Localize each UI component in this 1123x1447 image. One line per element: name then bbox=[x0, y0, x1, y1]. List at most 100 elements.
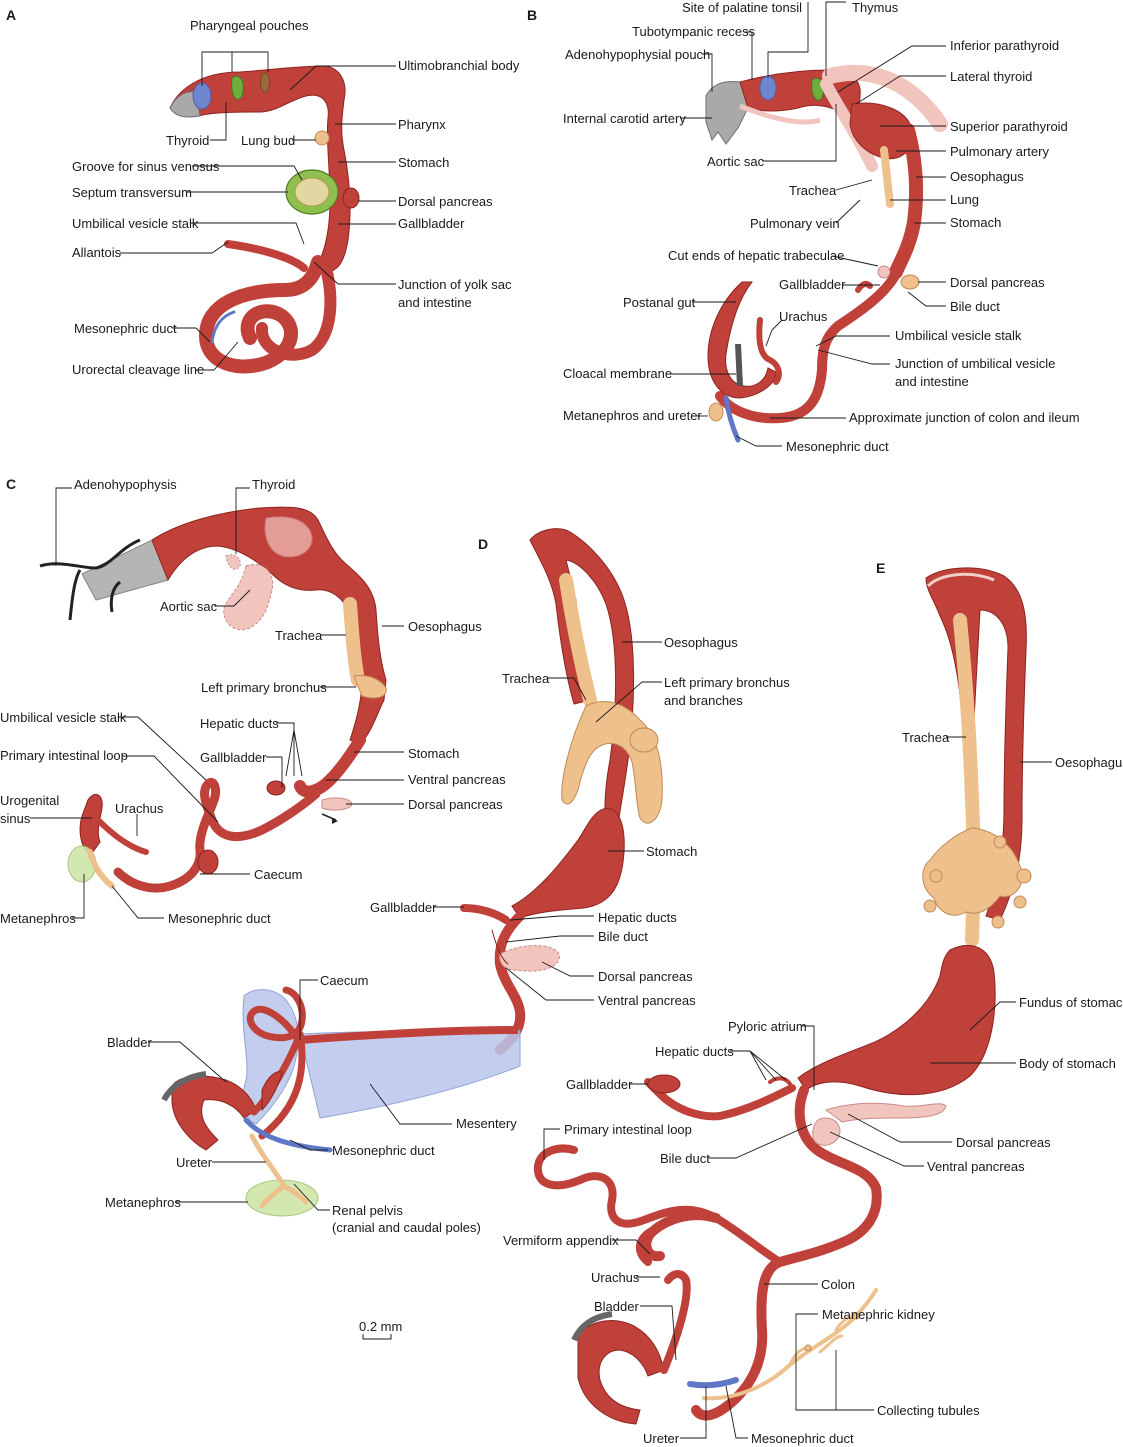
label-adenohypophysis: Adenohypophysis bbox=[74, 477, 177, 492]
label-renal-pelvis-1: Renal pelvis bbox=[332, 1203, 403, 1218]
label-gallbladder: Gallbladder bbox=[566, 1077, 633, 1092]
label-ventral-pancreas: Ventral pancreas bbox=[598, 993, 696, 1008]
label-caecum: Caecum bbox=[254, 867, 302, 882]
panel-b-drawing bbox=[705, 65, 948, 443]
scale-bar: 0.2 mm bbox=[359, 1319, 402, 1340]
label-junction-umbilical-1: Junction of umbilical vesicle bbox=[895, 356, 1055, 371]
label-internal-carotid-artery: Internal carotid artery bbox=[563, 111, 686, 126]
label-mesonephric-duct: Mesonephric duct bbox=[332, 1143, 435, 1158]
label-left-primary-bronchus-2: and branches bbox=[664, 693, 743, 708]
panel-d-letter: D bbox=[478, 536, 488, 552]
label-mesonephric-duct: Mesonephric duct bbox=[786, 439, 889, 454]
label-ventral-pancreas: Ventral pancreas bbox=[408, 772, 506, 787]
label-cut-hepatic-trabeculae: Cut ends of hepatic trabeculae bbox=[668, 248, 844, 263]
label-collecting-tubules: Collecting tubules bbox=[877, 1403, 980, 1418]
label-dorsal-pancreas: Dorsal pancreas bbox=[398, 194, 493, 209]
panel-c-letter: C bbox=[6, 476, 16, 492]
panel-b: B bbox=[527, 0, 1080, 454]
label-caecum: Caecum bbox=[320, 973, 368, 988]
label-pulmonary-artery: Pulmonary artery bbox=[950, 144, 1049, 159]
label-mesonephric-duct: Mesonephric duct bbox=[168, 911, 271, 926]
label-umbilical-vesicle-stalk: Umbilical vesicle stalk bbox=[0, 710, 127, 725]
label-ureter: Ureter bbox=[643, 1431, 680, 1446]
label-hepatic-ducts: Hepatic ducts bbox=[655, 1044, 734, 1059]
label-bile-duct: Bile duct bbox=[598, 929, 648, 944]
label-gallbladder: Gallbladder bbox=[398, 216, 465, 231]
label-oesophagus: Oesophagus bbox=[664, 635, 738, 650]
label-mesonephric-duct: Mesonephric duct bbox=[74, 321, 177, 336]
label-metanephros: Metanephros bbox=[0, 911, 76, 926]
panel-c-drawing bbox=[39, 506, 387, 893]
label-metanephric-kidney: Metanephric kidney bbox=[822, 1307, 935, 1322]
panel-a-drawing bbox=[169, 65, 360, 374]
label-thyroid: Thyroid bbox=[166, 133, 209, 148]
label-pyloric-atrium: Pyloric atrium bbox=[728, 1019, 807, 1034]
label-inferior-parathyroid: Inferior parathyroid bbox=[950, 38, 1059, 53]
label-pulmonary-vein: Pulmonary vein bbox=[750, 216, 840, 231]
label-gallbladder: Gallbladder bbox=[370, 900, 437, 915]
label-urogenital-sinus-2: sinus bbox=[0, 811, 31, 826]
label-adenohypophysial-pouch: Adenohypophysial pouch bbox=[565, 47, 710, 62]
label-cloacal-membrane: Cloacal membrane bbox=[563, 366, 672, 381]
label-umbilical-vesicle-stalk: Umbilical vesicle stalk bbox=[895, 328, 1022, 343]
label-gallbladder: Gallbladder bbox=[200, 750, 267, 765]
label-body-of-stomach: Body of stomach bbox=[1019, 1056, 1116, 1071]
label-junction-yolk-sac-1: Junction of yolk sac bbox=[398, 277, 512, 292]
label-ureter: Ureter bbox=[176, 1155, 213, 1170]
label-metanephros-ureter: Metanephros and ureter bbox=[563, 408, 702, 423]
label-superior-parathyroid: Superior parathyroid bbox=[950, 119, 1068, 134]
label-mesentery: Mesentery bbox=[456, 1116, 517, 1131]
label-lung-bud: Lung bud bbox=[241, 133, 295, 148]
label-renal-pelvis-2: (cranial and caudal poles) bbox=[332, 1220, 481, 1235]
label-dorsal-pancreas: Dorsal pancreas bbox=[408, 797, 503, 812]
label-fundus-of-stomach: Fundus of stomach bbox=[1019, 995, 1123, 1010]
label-urogenital-sinus-1: Urogenital bbox=[0, 793, 59, 808]
label-thyroid: Thyroid bbox=[252, 477, 295, 492]
scale-bar-label: 0.2 mm bbox=[359, 1319, 402, 1334]
label-colon-ileum-junction: Approximate junction of colon and ileum bbox=[849, 410, 1080, 425]
panel-c2: Caecum Bladder Mesentery Mesonephric duc… bbox=[105, 973, 521, 1235]
label-stomach: Stomach bbox=[398, 155, 449, 170]
label-stomach: Stomach bbox=[408, 746, 459, 761]
panel-c2-drawing bbox=[161, 986, 521, 1217]
label-trachea: Trachea bbox=[902, 730, 950, 745]
label-metanephros: Metanephros bbox=[105, 1195, 181, 1210]
label-primary-intestinal-loop: Primary intestinal loop bbox=[0, 748, 128, 763]
label-mesonephric-duct: Mesonephric duct bbox=[751, 1431, 854, 1446]
label-bile-duct: Bile duct bbox=[950, 299, 1000, 314]
label-trachea: Trachea bbox=[275, 628, 323, 643]
panel-a-letter: A bbox=[6, 7, 16, 23]
label-stomach: Stomach bbox=[950, 215, 1001, 230]
label-primary-intestinal-loop: Primary intestinal loop bbox=[564, 1122, 692, 1137]
label-palatine-tonsil: Site of palatine tonsil bbox=[682, 0, 802, 15]
label-hepatic-ducts: Hepatic ducts bbox=[598, 910, 677, 925]
label-tubotympanic-recess: Tubotympanic recess bbox=[632, 24, 756, 39]
label-dorsal-pancreas: Dorsal pancreas bbox=[956, 1135, 1051, 1150]
label-groove-sinus-venosus: Groove for sinus venosus bbox=[72, 159, 220, 174]
label-left-primary-bronchus: Left primary bronchus bbox=[201, 680, 327, 695]
label-urachus: Urachus bbox=[591, 1270, 640, 1285]
label-junction-yolk-sac-2: and intestine bbox=[398, 295, 472, 310]
label-ventral-pancreas: Ventral pancreas bbox=[927, 1159, 1025, 1174]
panel-e: E bbox=[503, 560, 1123, 1446]
label-bladder: Bladder bbox=[594, 1299, 639, 1314]
label-colon: Colon bbox=[821, 1277, 855, 1292]
label-stomach: Stomach bbox=[646, 844, 697, 859]
label-thymus: Thymus bbox=[852, 0, 899, 15]
label-left-primary-bronchus-1: Left primary bronchus bbox=[664, 675, 790, 690]
label-ultimobranchial-body: Ultimobranchial body bbox=[398, 58, 520, 73]
label-lung: Lung bbox=[950, 192, 979, 207]
panel-d-drawing bbox=[460, 528, 663, 1055]
panel-d: D Oesophagus Trachea Left primary bronch… bbox=[370, 528, 790, 1055]
panel-c: C bbox=[0, 476, 506, 926]
label-umbilical-vesicle-stalk: Umbilical vesicle stalk bbox=[72, 216, 199, 231]
label-dorsal-pancreas: Dorsal pancreas bbox=[950, 275, 1045, 290]
label-aortic-sac: Aortic sac bbox=[160, 599, 218, 614]
label-aortic-sac: Aortic sac bbox=[707, 154, 765, 169]
panel-e-drawing bbox=[533, 567, 1032, 1425]
label-urachus: Urachus bbox=[779, 309, 828, 324]
label-bile-duct: Bile duct bbox=[660, 1151, 710, 1166]
panel-b-letter: B bbox=[527, 7, 537, 23]
label-hepatic-ducts: Hepatic ducts bbox=[200, 716, 279, 731]
label-gallbladder: Gallbladder bbox=[779, 277, 846, 292]
